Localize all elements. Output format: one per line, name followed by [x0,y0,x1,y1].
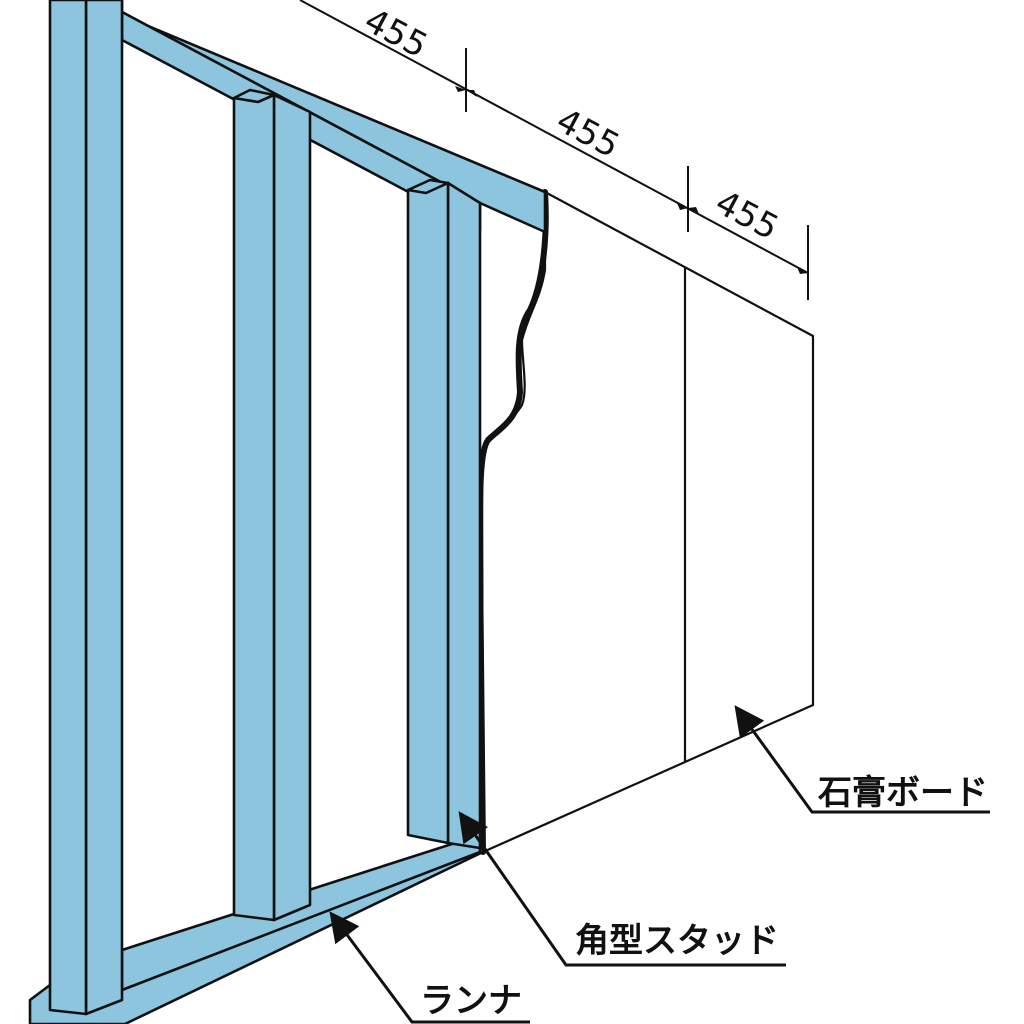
stud-left [48,0,124,1016]
steel-frame [28,0,547,1024]
gypsum-board [476,189,815,855]
dim-arrow-3 [677,203,688,210]
callouts: 石膏ボード 角型スタッド ランナ [329,705,990,1024]
dim-arrow-5 [797,267,808,274]
dimension-label-1: 455 [358,1,434,67]
stud-left-front [84,0,124,1016]
dim-arrow-2 [466,90,477,97]
dimension-label-2: 455 [550,101,626,167]
label-gypsum-board: 石膏ボード [817,773,988,813]
stud-middle [232,88,312,922]
stud-right [406,178,482,850]
stud-middle-front [272,93,312,922]
leader-runner [329,911,530,1024]
dim-top-line [299,0,809,274]
dimension-label-3: 455 [709,183,785,249]
stud-right-front [446,181,482,850]
dim-arrow-1 [455,86,466,92]
label-runner: ランナ [420,981,522,1021]
label-square-stud: 角型スタッド [575,921,779,961]
gypsum-board-panel [480,190,815,854]
leader-gypsum-board [734,705,990,814]
stud-left-side [48,0,88,1016]
stud-middle-side [232,93,276,922]
stud-middle-cap [232,88,276,104]
stud-right-cap [406,178,450,195]
dim-arrow-4 [688,207,699,214]
leader-square-stud [458,811,786,967]
stud-right-side [406,181,450,845]
